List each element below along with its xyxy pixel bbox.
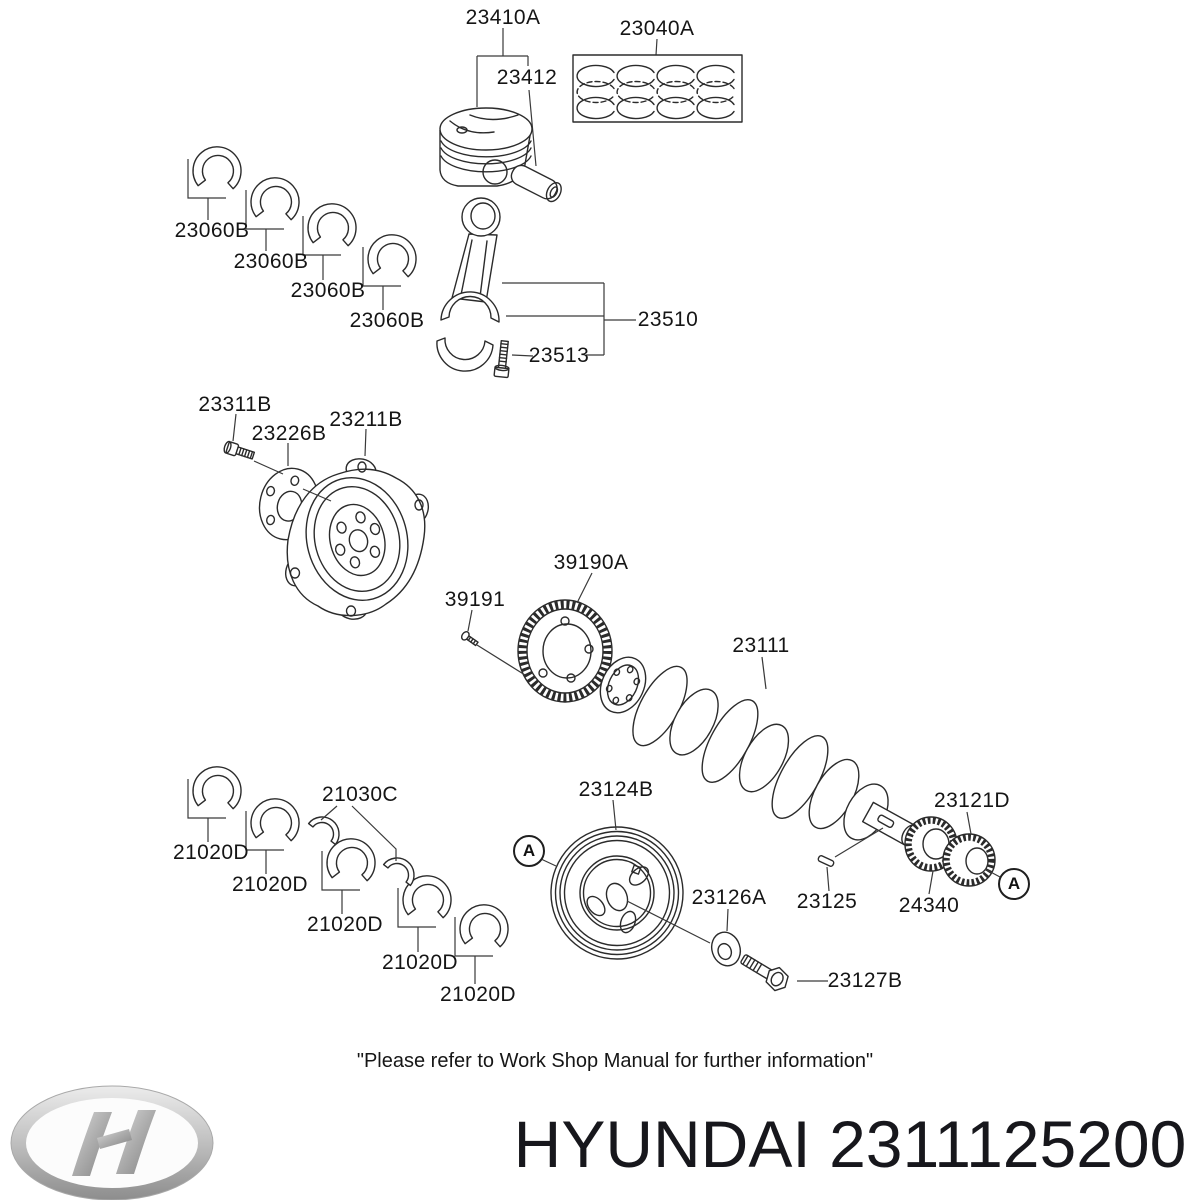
label-pulley-washer: 23126A xyxy=(691,886,767,909)
label-drive-plate-bolt: 23311B xyxy=(198,393,272,416)
label-drive-plate: 23211B xyxy=(329,408,403,431)
label-rod-bearing-1: 23060B xyxy=(174,219,250,242)
label-thrust-washers: 21030C xyxy=(322,783,398,806)
sensor-wheel-screw-art xyxy=(460,631,479,647)
crank-rear-flange xyxy=(599,656,647,714)
rod-bolt-art xyxy=(493,340,510,379)
hyundai-logo xyxy=(10,1085,214,1200)
label-main-bearing-4: 21020D xyxy=(382,951,458,974)
label-sensor-wheel-screw: 39191 xyxy=(444,588,506,611)
label-rod-bolt: 23513 xyxy=(528,344,590,367)
detail-marker-a-right: A xyxy=(998,868,1030,900)
piston-pin-art xyxy=(510,164,562,203)
label-main-bearing-3: 21020D xyxy=(307,913,383,936)
piston-ring-set-art xyxy=(572,38,743,123)
brand-text: HYUNDAI xyxy=(513,1107,811,1181)
label-piston-ring-set: 23040A xyxy=(619,17,695,40)
leader-lines xyxy=(232,282,1001,982)
detail-marker-a-left: A xyxy=(513,835,545,867)
label-main-bearing-5: 21020D xyxy=(440,983,516,1006)
timing-sprocket-art xyxy=(942,833,996,887)
label-pulley: 23124B xyxy=(578,778,654,801)
drive-plate-bolt-art xyxy=(223,440,256,460)
drive-plate-art xyxy=(223,440,430,620)
main-bearing-brackets xyxy=(187,779,493,984)
label-piston-assembly: 23410A xyxy=(465,6,541,29)
footer-part-line: HYUNDAI 2311125200 xyxy=(514,1106,1187,1182)
label-connecting-rod: 23510 xyxy=(637,308,699,331)
piston-art xyxy=(439,28,562,203)
label-crankshaft-gear: 24340 xyxy=(898,894,960,917)
woodruff-key-art xyxy=(817,855,835,867)
rod-bearing-brackets xyxy=(187,159,401,310)
label-pulley-bolt: 23127B xyxy=(827,969,903,992)
label-main-bearing-2: 21020D xyxy=(232,873,308,896)
sensor-wheel-art xyxy=(460,599,613,703)
label-rod-bearing-4: 23060B xyxy=(349,309,425,332)
connecting-rod-art xyxy=(436,197,510,379)
label-sensor-wheel: 39190A xyxy=(553,551,629,574)
label-woodruff-key: 23125 xyxy=(796,890,858,913)
label-rod-bearing-3: 23060B xyxy=(290,279,366,302)
label-adapter-plate: 23226B xyxy=(251,422,327,445)
pulley-washer-art xyxy=(710,931,742,967)
label-piston-pin: 23412 xyxy=(496,66,558,89)
label-rod-bearing-2: 23060B xyxy=(233,250,309,273)
workshop-manual-note: "Please refer to Work Shop Manual for fu… xyxy=(356,1050,874,1072)
part-number-text: 2311125200 xyxy=(829,1107,1187,1181)
label-main-bearing-1: 21020D xyxy=(173,841,249,864)
crankshaft-pulley-art xyxy=(550,826,684,960)
label-timing-sprocket: 23121D xyxy=(934,789,1010,812)
label-crankshaft: 23111 xyxy=(732,634,790,657)
pulley-bolt-art xyxy=(740,954,789,992)
crankshaft-art xyxy=(599,656,919,847)
